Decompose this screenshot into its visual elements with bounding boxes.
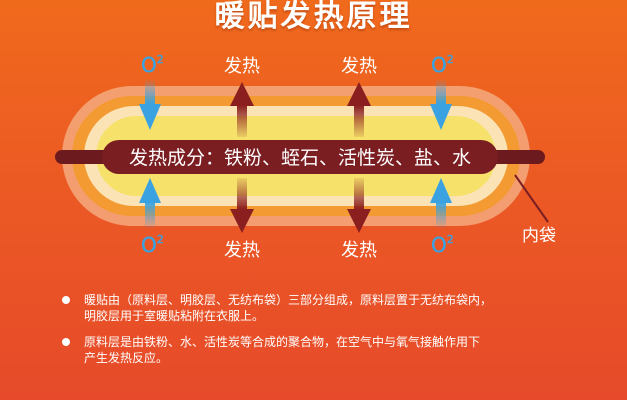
core-text: 发热成分：铁粉、蛭石、活性炭、盐、水 <box>129 147 471 169</box>
heat-principle-diagram: 发热成分：铁粉、蛭石、活性炭、盐、水 内袋 O2 O2 O2 O2 发热 <box>55 52 556 261</box>
heat-label: 发热 <box>224 240 260 261</box>
inner-bag-pointer <box>514 174 549 223</box>
heat-out-bottom-left: 发热 <box>224 178 260 261</box>
bullet-dot-icon <box>62 338 70 346</box>
oxygen-in-bottom-right: O2 <box>430 178 454 257</box>
heat-label: 发热 <box>341 240 377 261</box>
description-item: 暖贴由（原料层、明胶层、无纺布袋）三部分组成，原料层置于无纺布袋内， 明胶层用于… <box>62 292 582 324</box>
heat-label: 发热 <box>341 56 377 77</box>
heat-out-bottom-right: 发热 <box>341 178 377 261</box>
description-line: 明胶层用于室暖贴粘附在衣服上。 <box>84 309 265 323</box>
oxygen-label: O2 <box>431 53 454 77</box>
oxygen-label: O2 <box>141 53 164 77</box>
oxygen-label: O2 <box>141 233 164 257</box>
oxygen-in-bottom-left: O2 <box>139 178 164 257</box>
page-title: 暖贴发热原理 <box>214 0 413 34</box>
inner-bag-label: 内袋 <box>522 226 556 246</box>
bullet-dot-icon <box>62 296 70 304</box>
description-line: 原料层是由铁粉、水、活性炭等合成的聚合物，在空气中与氧气接触作用下 <box>84 335 481 349</box>
description-item: 原料层是由铁粉、水、活性炭等合成的聚合物，在空气中与氧气接触作用下 产生发热反应… <box>62 334 582 366</box>
heat-label: 发热 <box>224 56 260 77</box>
oxygen-label: O2 <box>431 233 454 257</box>
heat-out-top-left: 发热 <box>224 56 260 137</box>
core-bar <box>55 140 545 174</box>
oxygen-in-top-left: O2 <box>139 53 164 130</box>
heat-out-top-right: 发热 <box>341 56 377 137</box>
description-list: 暖贴由（原料层、明胶层、无纺布袋）三部分组成，原料层置于无纺布袋内， 明胶层用于… <box>62 292 582 376</box>
description-line: 产生发热反应。 <box>84 351 169 365</box>
oxygen-in-top-right: O2 <box>430 53 454 130</box>
description-line: 暖贴由（原料层、明胶层、无纺布袋）三部分组成，原料层置于无纺布袋内， <box>84 293 493 307</box>
